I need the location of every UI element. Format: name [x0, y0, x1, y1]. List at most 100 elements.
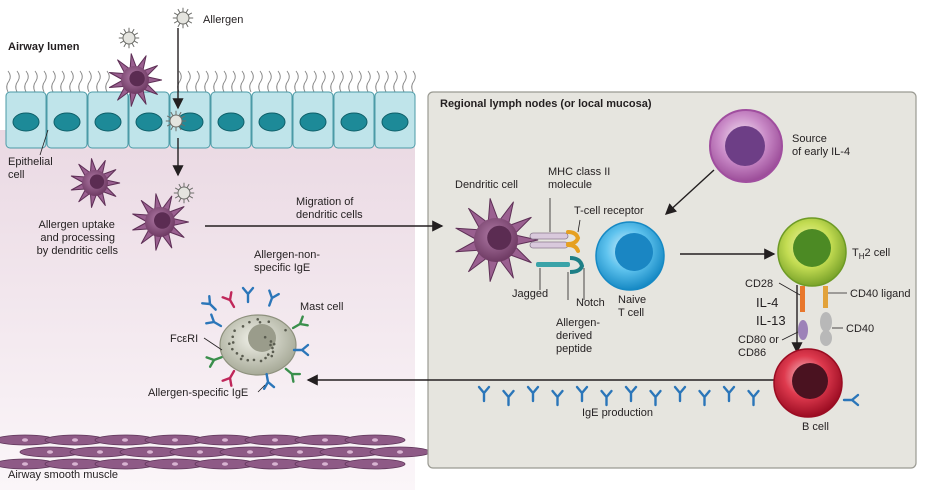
mast-cell-granule — [248, 320, 251, 324]
cilium — [294, 70, 299, 93]
dendritic-cell-label: Dendritic cell — [455, 179, 518, 191]
mast-cell-granule — [258, 320, 262, 324]
ige-antibody — [221, 291, 236, 309]
airway-smooth-muscle — [0, 434, 431, 470]
mast-cell-granule — [231, 335, 235, 339]
dendritic-cell-body — [455, 198, 539, 282]
ige-antibodies — [201, 286, 860, 407]
cilium — [186, 70, 191, 93]
smooth-muscle-nucleus — [322, 462, 328, 466]
cilium — [393, 70, 398, 93]
smooth-muscle-nucleus — [222, 462, 228, 466]
cilium — [411, 70, 416, 93]
mast-cell-granule — [239, 357, 243, 361]
allergen-label: Allergen — [203, 14, 243, 26]
allergen-particle — [165, 110, 187, 132]
cilium — [87, 70, 92, 93]
cd28-label: CD28 — [745, 278, 773, 290]
cilium — [321, 70, 326, 93]
cilium — [6, 70, 11, 93]
mast-cell-granule — [263, 335, 267, 339]
ige-antibody — [526, 385, 540, 403]
ige-antibody — [205, 313, 223, 328]
costimulatory-molecules — [798, 286, 832, 346]
ige-antibody — [624, 385, 638, 403]
mast-cell-granule — [271, 350, 275, 354]
smooth-muscle-nucleus — [147, 450, 153, 454]
naive-t-cell — [595, 221, 665, 291]
smooth-muscle-nucleus — [72, 462, 78, 466]
ige-antibody — [747, 389, 760, 407]
cd40-ligand-molecule — [823, 286, 828, 308]
ige-antibody — [842, 393, 860, 407]
smooth-muscle-nucleus — [372, 462, 378, 466]
smooth-muscle-nucleus — [197, 450, 203, 454]
cilium — [249, 70, 254, 93]
mast-cell-granule — [252, 358, 256, 362]
il13-label: IL-13 — [756, 313, 786, 328]
epithelial-nucleus — [94, 112, 122, 132]
smooth-muscle-nucleus — [247, 450, 253, 454]
ige-antibody — [241, 286, 255, 304]
mast-cell-granule — [241, 354, 244, 358]
migration-label: Migration of dendritic cells — [296, 196, 363, 221]
smooth-muscle-nucleus — [297, 450, 303, 454]
mast-cell-granule — [259, 359, 263, 363]
ige-antibody — [575, 385, 589, 403]
mast-cell-granule — [269, 340, 273, 343]
allergen-uptake-label: Allergen uptake and processing by dendri… — [37, 219, 119, 257]
epithelial-nucleus — [53, 112, 81, 132]
cilium — [303, 70, 308, 93]
smooth-muscle-nucleus — [97, 450, 103, 454]
cilium — [276, 70, 281, 93]
mast-cell-granule — [267, 320, 271, 323]
t-cell-receptor-label: T-cell receptor — [574, 205, 644, 217]
cilium — [384, 70, 389, 93]
mast-cell-granule — [246, 358, 250, 362]
cilium — [69, 70, 74, 93]
cd80-cd86-label: CD80 or CD86 — [738, 334, 782, 359]
jagged-label: Jagged — [512, 288, 548, 300]
ige-production-label: IgE production — [582, 407, 653, 419]
lymph-node-title: Regional lymph nodes (or local mucosa) — [440, 98, 652, 110]
ige-antibody — [477, 385, 491, 403]
ige-antibody — [268, 289, 280, 307]
smooth-muscle-nucleus — [272, 462, 278, 466]
airway-smooth-muscle-label: Airway smooth muscle — [8, 469, 118, 481]
notch-receptor — [569, 256, 585, 274]
ige-antibody — [291, 315, 309, 330]
cilium — [240, 70, 245, 93]
cilium — [213, 70, 218, 93]
il4-label: IL-4 — [756, 295, 778, 310]
arrows — [172, 28, 803, 386]
airway-lumen-label: Airway lumen — [8, 41, 80, 53]
cilium — [60, 70, 65, 93]
cd40-molecule — [820, 312, 832, 332]
leader-lines — [39, 129, 847, 393]
allergen-particle — [172, 7, 194, 29]
epithelial-nucleus — [340, 112, 368, 132]
cilium — [339, 70, 344, 93]
epithelial-nucleus — [381, 112, 409, 132]
epithelial-nucleus — [12, 112, 40, 132]
allergen-derived-peptide-label: Allergen- derived peptide — [556, 317, 603, 355]
epithelial-nucleus — [299, 112, 327, 132]
allergen-particles — [118, 7, 195, 204]
cd80-cd86-molecule — [798, 320, 808, 340]
smooth-muscle-nucleus — [22, 438, 28, 442]
smooth-muscle-nucleus — [347, 450, 353, 454]
mast-cell-granule — [228, 342, 231, 345]
b-cell — [773, 348, 843, 418]
allergen-particle — [173, 182, 195, 204]
ige-antibody — [698, 389, 711, 407]
smooth-muscle-nucleus — [272, 438, 278, 442]
ige-antibody — [292, 343, 310, 357]
cilium — [330, 70, 335, 93]
cilium — [24, 70, 29, 93]
ige-antibody — [722, 385, 736, 403]
smooth-muscle-nucleus — [322, 438, 328, 442]
mast-cell-granule — [270, 354, 274, 358]
mast-cell-granule — [269, 343, 272, 347]
mast-cell-label: Mast cell — [300, 301, 343, 313]
dendritic-cell-lumen — [109, 53, 163, 107]
